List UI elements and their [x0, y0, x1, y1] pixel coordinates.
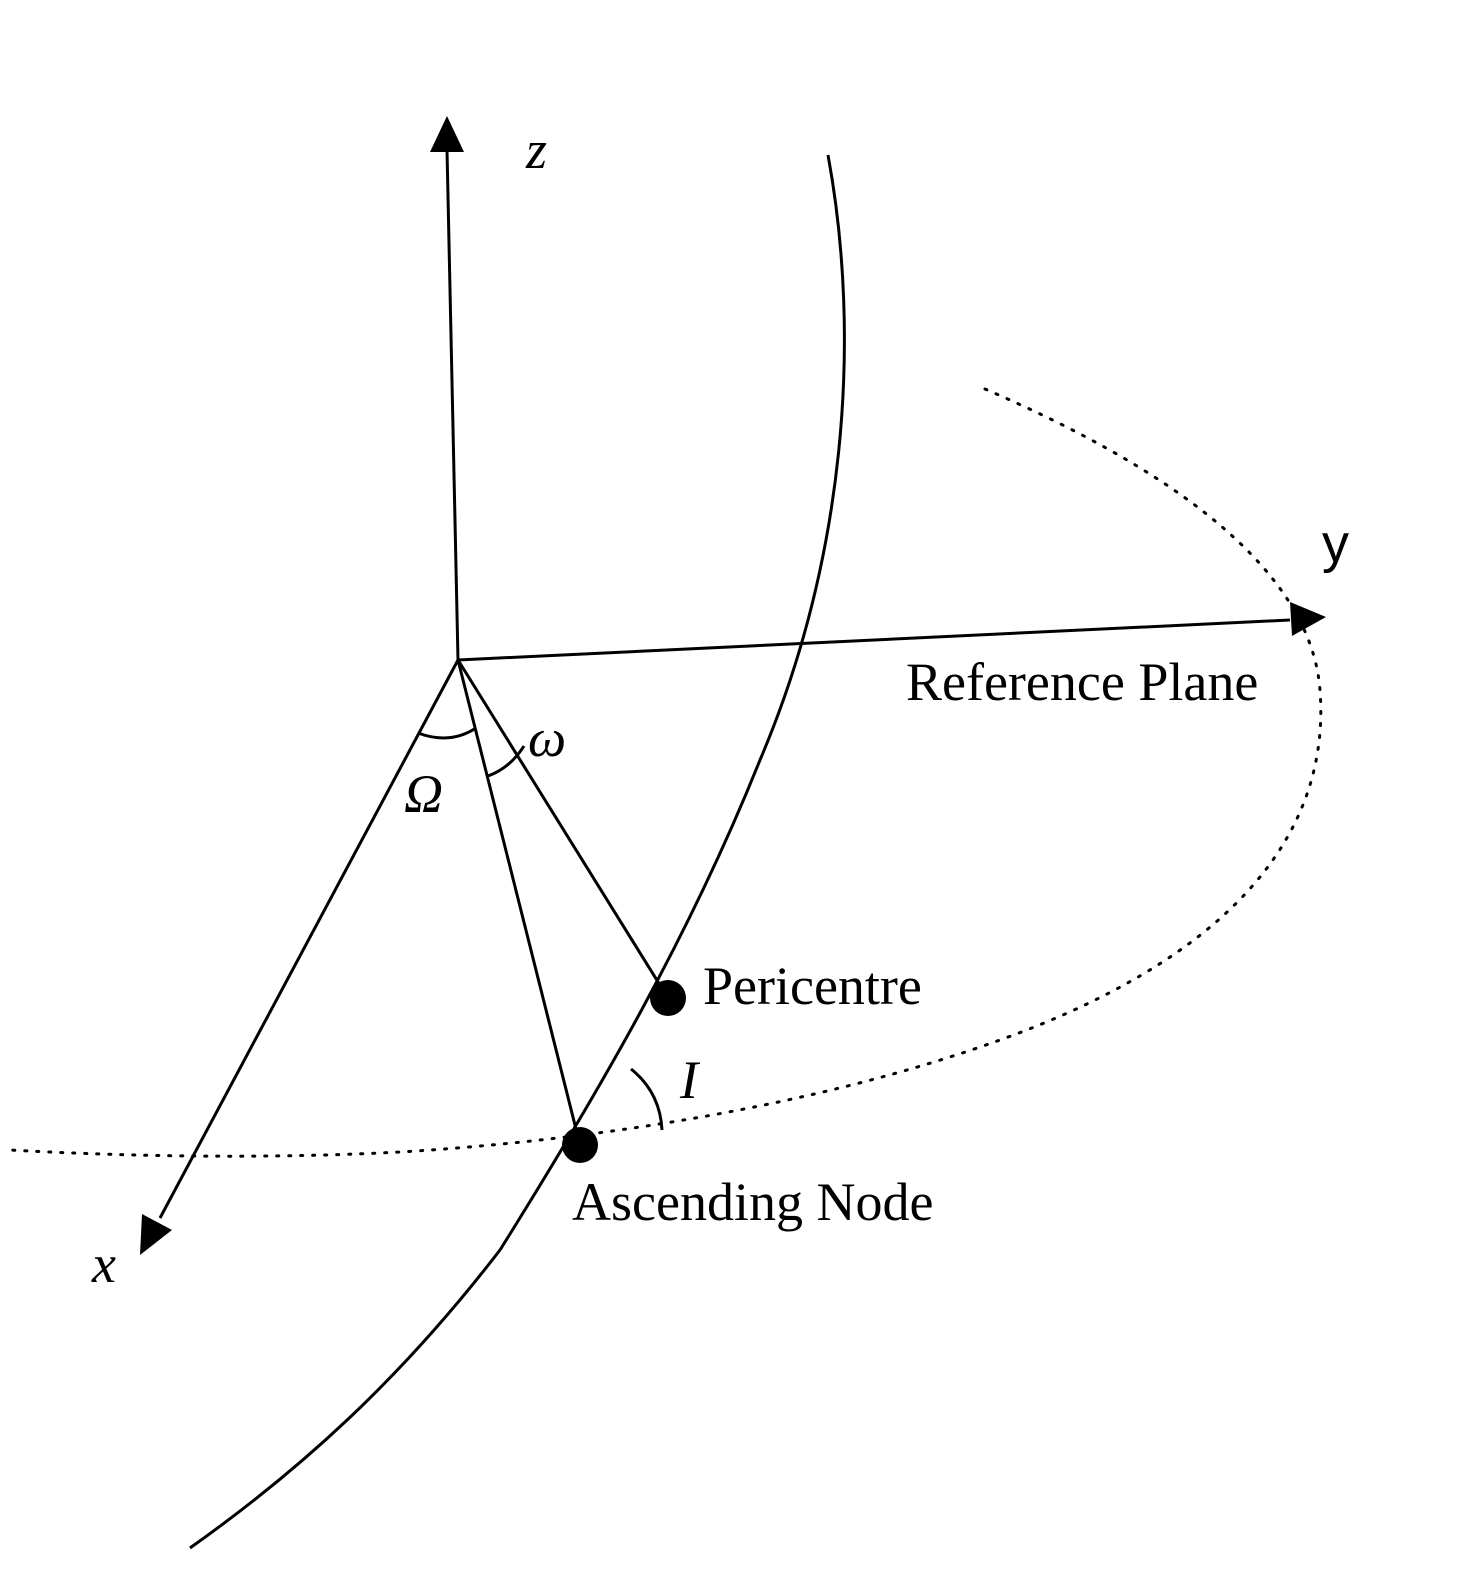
- pericentre-point: [650, 980, 686, 1016]
- inclination-angle-arc: [630, 1067, 664, 1131]
- capital-omega-angle-arc: [417, 726, 477, 740]
- x-axis-line: [158, 659, 460, 1219]
- origin-to-ascending-node-line: [456, 659, 582, 1146]
- reference-plane-curve: [8, 387, 1323, 1158]
- coordinate-axes: [140, 116, 1326, 1255]
- small-omega-angle-arc: [487, 745, 526, 778]
- ascending-node-point: [562, 1127, 598, 1163]
- y-axis-arrowhead: [1290, 602, 1326, 636]
- pericentre-label: Pericentre: [703, 956, 922, 1016]
- capital-omega-label: Ω: [404, 764, 443, 824]
- x-axis-arrowhead: [140, 1214, 172, 1255]
- z-axis-line: [445, 149, 460, 661]
- z-axis-arrowhead: [430, 116, 464, 152]
- y-axis-line: [457, 618, 1291, 662]
- origin-to-pericentre-line: [456, 659, 670, 999]
- z-axis-label: z: [525, 120, 547, 180]
- reference-plane-label: Reference Plane: [906, 652, 1258, 712]
- orbit-curve: [189, 154, 846, 1550]
- x-axis-label: x: [91, 1234, 116, 1294]
- ascending-node-label: Ascending Node: [572, 1172, 933, 1232]
- small-omega-label: ω: [528, 708, 566, 768]
- y-axis-label: y: [1322, 514, 1349, 574]
- inclination-label: I: [679, 1050, 701, 1110]
